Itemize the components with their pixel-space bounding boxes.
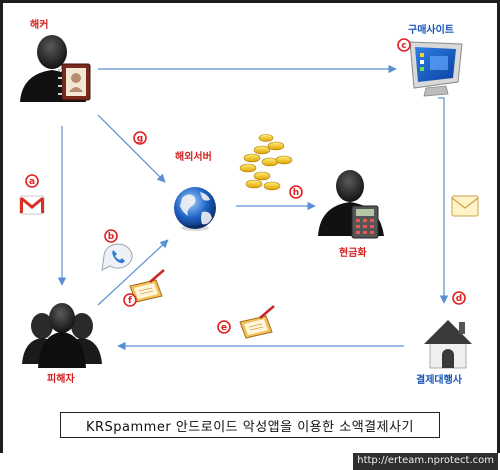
- step-tag-e: e: [217, 320, 231, 334]
- step-tag-b: b: [104, 229, 118, 243]
- people-group-icon: [22, 303, 102, 368]
- payment-agency-label: 결제대행사: [416, 373, 463, 386]
- cash-conversion-label: 현금화: [339, 246, 367, 259]
- arrows: [57, 64, 449, 351]
- person-with-addressbook-icon: [20, 35, 91, 102]
- step-tag-g: g: [133, 131, 147, 145]
- arrow-site-to-agency: [438, 97, 449, 304]
- svg-text:g: g: [137, 134, 143, 144]
- svg-text:d: d: [456, 294, 462, 304]
- person-with-calculator-icon: [318, 170, 384, 239]
- svg-text:h: h: [293, 188, 299, 198]
- purchase-site-label: 구매사이트: [408, 23, 454, 36]
- svg-text:f: f: [128, 296, 132, 306]
- step-tag-a: a: [25, 174, 39, 188]
- phone-bubble-icon: [101, 243, 133, 271]
- hacker-node: 해커: [20, 18, 91, 102]
- computer-monitor-icon: [409, 41, 463, 97]
- overseas-server-label: 해외서버: [175, 150, 212, 163]
- clipboard-pencil-icon-f: [129, 269, 165, 303]
- svg-text:c: c: [401, 41, 406, 51]
- diagram-caption: KRSpammer 안드로이드 악성앱을 이용한 소액결제사기: [60, 412, 440, 438]
- step-tag-c: c: [397, 38, 411, 52]
- arrow-hacker-to-server: [97, 114, 166, 183]
- caption-text: KRSpammer 안드로이드 악성앱을 이용한 소액결제사기: [85, 419, 414, 435]
- step-tag-f: f: [123, 293, 137, 307]
- svg-text:e: e: [221, 323, 227, 333]
- gold-coins-icon: [239, 134, 293, 191]
- step-tag-d: d: [452, 291, 466, 305]
- gmail-envelope-icon: [19, 195, 45, 215]
- victim-label: 피해자: [47, 372, 75, 385]
- mail-envelope-icon: [451, 195, 479, 217]
- svg-text:b: b: [108, 232, 115, 242]
- footer-url: http://erteam.nprotect.com: [353, 453, 498, 470]
- clipboard-pencil-icon-e: [239, 305, 275, 339]
- hacker-label: 해커: [30, 18, 48, 31]
- step-tag-h: h: [289, 185, 303, 199]
- overseas-server-node: 해외서버: [174, 150, 216, 231]
- victim-node: 피해자: [22, 303, 102, 385]
- payment-agency-node: 결제대행사: [416, 320, 472, 386]
- svg-text:a: a: [29, 177, 35, 187]
- house-icon: [424, 320, 472, 369]
- purchase-site-node: 구매사이트: [408, 23, 463, 97]
- cash-conversion-node: 현금화: [318, 170, 384, 259]
- globe-icon: [174, 187, 216, 231]
- arrow-victim-to-server: [97, 239, 169, 306]
